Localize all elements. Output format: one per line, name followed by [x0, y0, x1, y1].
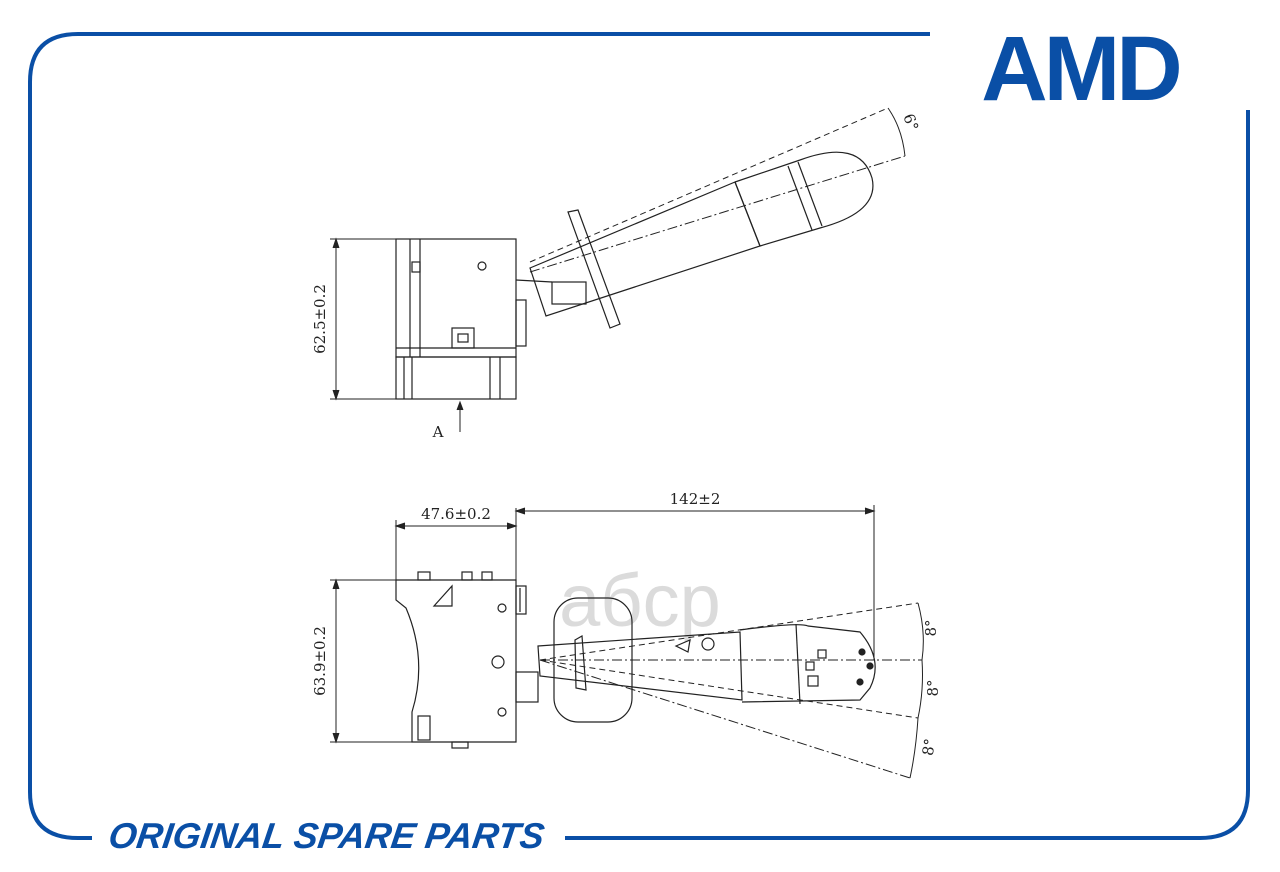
footer-tagline: ORIGINAL SPARE PARTS	[106, 815, 547, 856]
top-length-dimension: 142±2	[670, 490, 721, 508]
top-angle-label-1: 8°	[922, 619, 940, 636]
logo-text: AMD	[981, 18, 1179, 120]
top-height-dimension: 63.9±0.2	[311, 626, 329, 696]
side-angle-label: 6°	[899, 111, 922, 133]
top-dimensions	[330, 505, 924, 779]
top-width-dimension: 47.6±0.2	[421, 505, 491, 523]
frame-border	[28, 32, 930, 840]
top-angle-label-3: 8°	[919, 737, 940, 757]
watermark: aбcp	[559, 559, 721, 642]
side-height-dimension: 62.5±0.2	[311, 284, 329, 354]
top-angle-label-2: 8°	[924, 679, 942, 696]
frame-border-bottom	[565, 110, 1250, 840]
view-marker-a: A	[432, 423, 444, 441]
side-dimensions	[330, 107, 906, 432]
side-view	[395, 151, 874, 400]
amd-logo: AMD	[981, 18, 1183, 120]
